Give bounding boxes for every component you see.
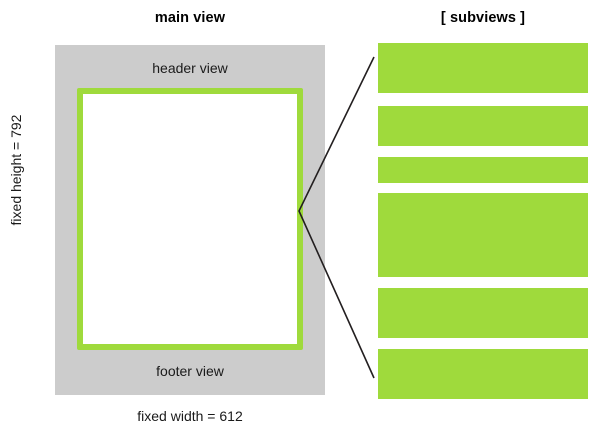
fixed-width-annotation: fixed width = 612 — [137, 408, 243, 424]
subviews-title: [ subviews ] — [440, 10, 526, 26]
main-view-group: header view footer view — [55, 45, 325, 395]
subview-bar — [378, 288, 588, 338]
header-view-label: header view — [152, 60, 228, 76]
main-view-title: main view — [154, 10, 226, 26]
footer-view-label: footer view — [156, 363, 224, 379]
subview-bar — [378, 193, 588, 277]
subviews-group — [378, 0, 588, 444]
subview-bar — [378, 349, 588, 399]
subview-bar — [378, 157, 588, 183]
subview-bar — [378, 43, 588, 93]
fixed-height-annotation: fixed height = 792 — [8, 114, 24, 226]
subview-bar — [378, 106, 588, 146]
content-view-frame — [77, 88, 303, 350]
